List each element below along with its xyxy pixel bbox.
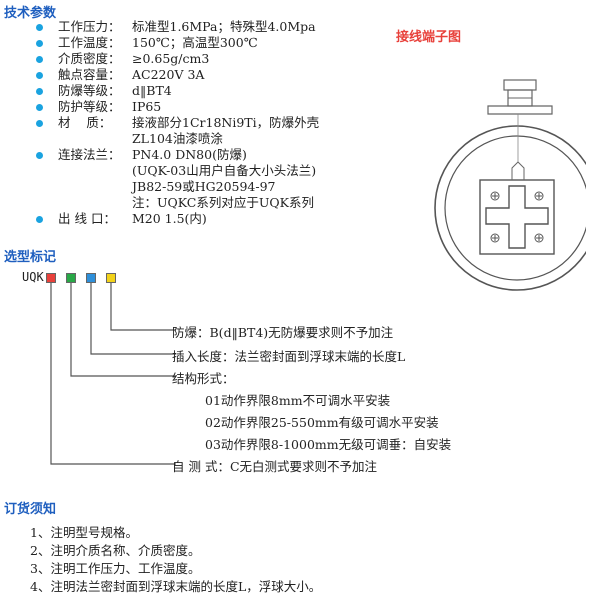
spec-value: ≥0.65g/cm3 bbox=[132, 51, 210, 66]
spec-label: 出 线 口： bbox=[58, 211, 116, 226]
order-title: 订货须知 bbox=[4, 502, 57, 517]
spec-value-continuation: 注：UQKC系列对应于UQK系列 bbox=[132, 195, 314, 210]
spec-bullet-icon bbox=[36, 56, 43, 63]
structure-note: 结构形式： bbox=[172, 371, 235, 386]
terminal-cross bbox=[485, 185, 549, 249]
spec-value: d‖BT4 bbox=[132, 83, 172, 98]
code-box-insert-length bbox=[66, 273, 76, 283]
order-item-4: 4、注明法兰密封面到浮球末端的长度L，浮球大小。 bbox=[30, 579, 322, 594]
model-title: 选型标记 bbox=[4, 250, 57, 265]
spec-label: 工作温度： bbox=[58, 35, 121, 50]
order-item-2: 2、注明介质名称、介质密度。 bbox=[30, 543, 201, 558]
spec-value: M20 1.5(内) bbox=[132, 211, 207, 226]
spec-label: 介质密度： bbox=[58, 51, 121, 66]
selftest-note: 自 测 式：C无白测式要求则不予加注 bbox=[172, 459, 378, 474]
spec-bullet-icon bbox=[36, 24, 43, 31]
spec-bullet-icon bbox=[36, 120, 43, 127]
spec-bullet-icon bbox=[36, 104, 43, 111]
spec-label: 防护等级： bbox=[58, 99, 121, 114]
order-item-3: 3、注明工作压力、工作温度。 bbox=[30, 561, 201, 576]
model-prefix: UQK bbox=[22, 270, 44, 284]
spec-bullet-icon bbox=[36, 152, 43, 159]
terminal-screws bbox=[490, 191, 544, 243]
explosion-note: 防爆：B(d‖BT4)无防爆要求则不予加注 bbox=[172, 325, 394, 340]
spec-bullet-icon bbox=[36, 72, 43, 79]
wiring-terminal-diagram bbox=[434, 79, 586, 291]
housing-inner-ring bbox=[444, 135, 586, 281]
spec-label: 连接法兰： bbox=[58, 147, 121, 162]
spec-value-continuation: ZL104油漆喷涂 bbox=[132, 131, 223, 146]
spec-value-continuation: (UQK-03山用户自备大小头法兰) bbox=[132, 163, 317, 178]
spec-bullet-icon bbox=[36, 88, 43, 95]
spec-value: 标准型1.6MPa；特殊型4.0Mpa bbox=[132, 19, 316, 34]
wiring-title: 接线端子图 bbox=[396, 30, 462, 45]
spec-value: AC220V 3A bbox=[132, 67, 205, 82]
spec-label: 防爆等级： bbox=[58, 83, 121, 98]
structure-option-03: 03动作界限8-1000mm无级可调垂：自安装 bbox=[205, 437, 452, 452]
code-box-selftest bbox=[106, 273, 116, 283]
terminal-block bbox=[479, 179, 555, 255]
order-item-1: 1、注明型号规格。 bbox=[30, 525, 138, 540]
spec-value: 150℃；高温型300℃ bbox=[132, 35, 258, 50]
structure-option-02: 02动作界限25-550mm有级可调水平安装 bbox=[205, 415, 439, 430]
housing-outer-ring bbox=[434, 125, 586, 291]
structure-option-01: 01动作界限8mm不可调水平安装 bbox=[205, 393, 391, 408]
spec-value-continuation: JB82-59或HG20594-97 bbox=[132, 179, 276, 194]
spec-bullet-icon bbox=[36, 40, 43, 47]
insert-length-note: 插入长度：法兰密封面到浮球末端的长度L bbox=[172, 349, 406, 364]
spec-label: 工作压力： bbox=[58, 19, 121, 34]
spec-label: 触点容量： bbox=[58, 67, 121, 82]
spec-value: IP65 bbox=[132, 99, 162, 114]
code-box-structure bbox=[86, 273, 96, 283]
spec-value: 接液部分1Cr18Ni9Ti，防爆外壳 bbox=[132, 115, 320, 130]
tech-title: 技术参数 bbox=[4, 6, 57, 21]
spec-value: PN4.0 DN80(防爆) bbox=[132, 147, 247, 162]
code-box-explosion bbox=[46, 273, 56, 283]
spec-bullet-icon bbox=[36, 216, 43, 223]
spec-label: 材 质： bbox=[58, 115, 112, 130]
